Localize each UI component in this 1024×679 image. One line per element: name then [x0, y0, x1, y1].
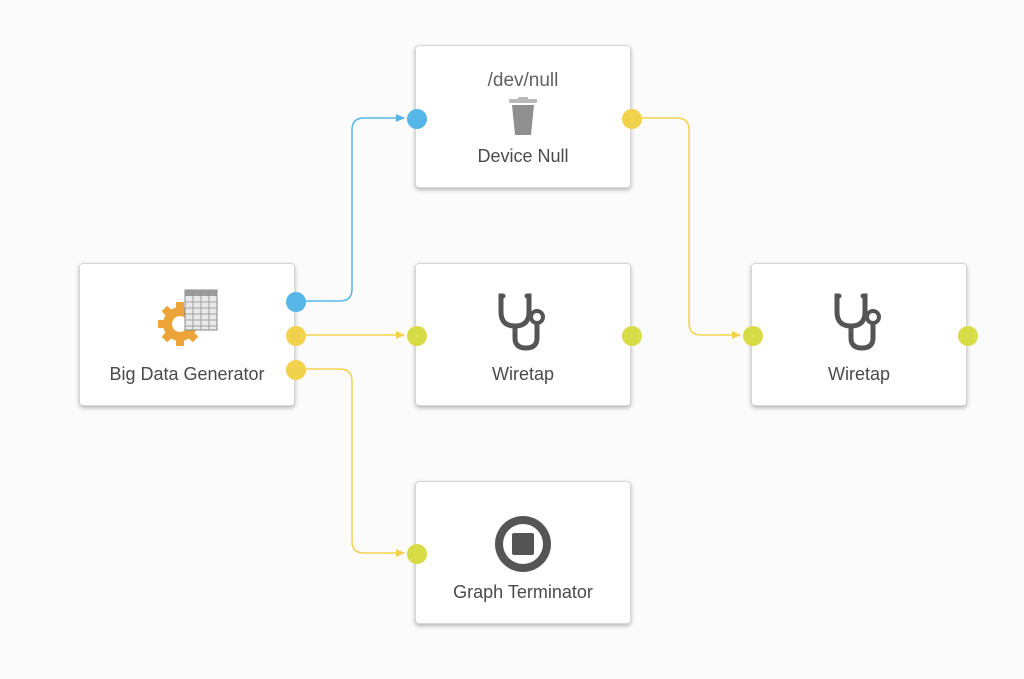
output-port-lime[interactable] — [622, 326, 642, 346]
input-port-lime[interactable] — [407, 326, 427, 346]
output-port-yellow[interactable] — [622, 109, 642, 129]
edge-devnull-wiretap[interactable] — [641, 117, 741, 339]
output-port-yellow[interactable] — [286, 326, 306, 346]
trash-icon — [509, 97, 537, 135]
node-label: Wiretap — [491, 364, 554, 384]
node-big-data-generator[interactable]: Big Data Generator — [79, 263, 306, 406]
node-device-null[interactable]: /dev/null Device Null — [407, 45, 642, 188]
node-wiretap[interactable]: Wiretap — [743, 263, 978, 406]
input-port-lime[interactable] — [407, 544, 427, 564]
output-port-blue[interactable] — [286, 292, 306, 312]
node-label: Wiretap — [827, 364, 890, 384]
stethoscope-icon — [834, 293, 881, 351]
stop-icon — [495, 516, 551, 572]
node-label: Big Data Generator — [109, 364, 265, 384]
gear-table-icon — [158, 289, 218, 346]
node-label: Graph Terminator — [453, 582, 593, 602]
edge-generator-terminator[interactable] — [305, 368, 405, 557]
stethoscope-icon — [498, 293, 545, 351]
node-title: /dev/null — [487, 70, 559, 91]
edge-generator-devnull[interactable] — [305, 114, 405, 302]
node-graph-terminator[interactable]: Graph Terminator — [407, 481, 631, 624]
input-port-blue[interactable] — [407, 109, 427, 129]
input-port-lime[interactable] — [743, 326, 763, 346]
output-port-yellow[interactable] — [286, 360, 306, 380]
output-port-lime[interactable] — [958, 326, 978, 346]
node-label: Device Null — [477, 146, 569, 166]
node-wiretap[interactable]: Wiretap — [407, 263, 642, 406]
